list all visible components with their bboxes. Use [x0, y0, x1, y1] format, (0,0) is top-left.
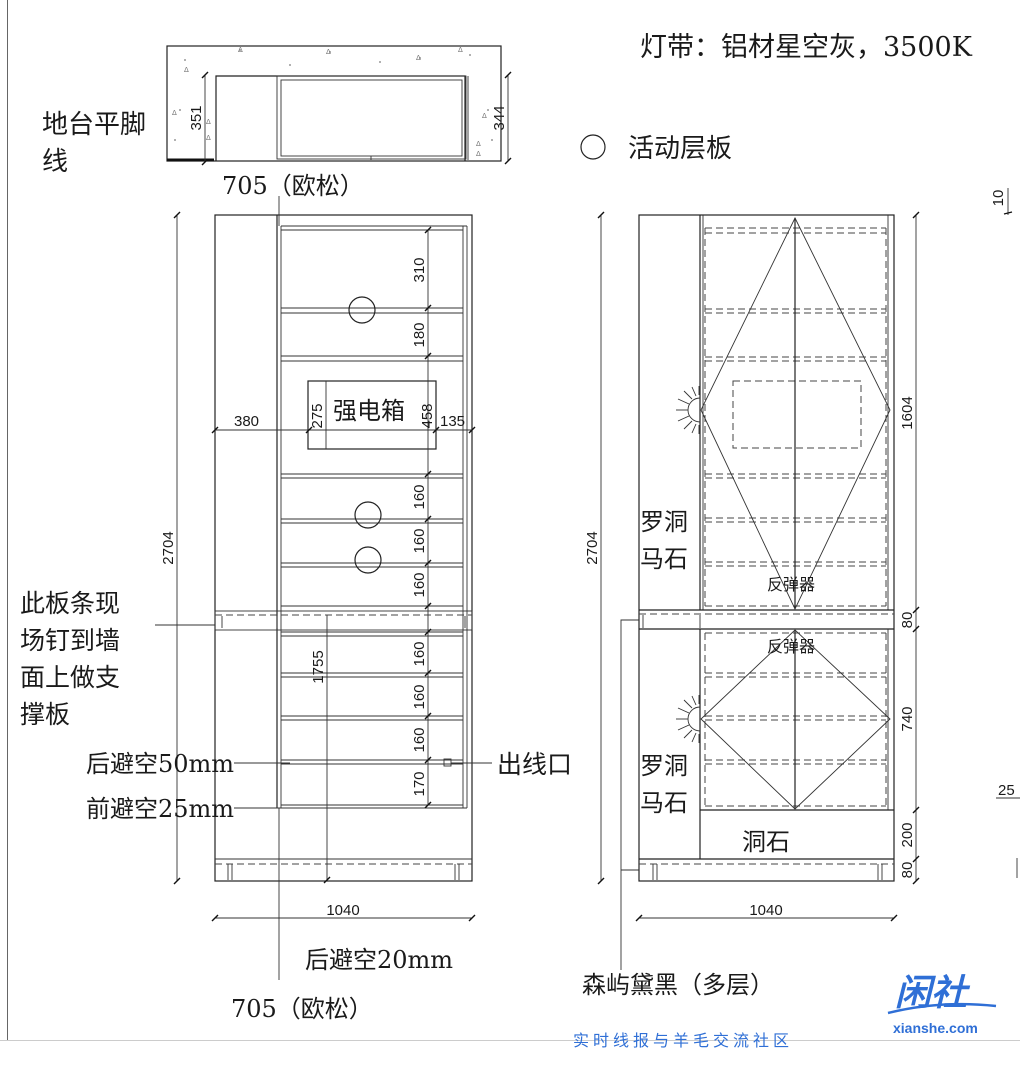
svg-text:160: 160: [411, 684, 428, 709]
movable-shelf-icon: [354, 546, 382, 574]
svg-text:160: 160: [411, 641, 428, 666]
left-total-height: 2704: [160, 531, 177, 564]
rebounder-upper-label: 反弹器: [767, 575, 815, 594]
electric-box-hidden: [732, 380, 862, 449]
left-elevation: [155, 196, 492, 980]
box-height-dim: 275: [309, 403, 326, 428]
legend-circle-icon: [580, 134, 606, 160]
page-border-left: [7, 0, 8, 1040]
svg-text:Δ: Δ: [476, 150, 481, 158]
plan-dim-right: 344: [491, 105, 508, 130]
base-height: 80: [899, 862, 916, 879]
svg-text:180: 180: [411, 322, 428, 347]
svg-text:Δ: Δ: [326, 48, 331, 56]
light-fixture-icon: [676, 386, 701, 434]
svg-text:Δ: Δ: [458, 46, 463, 54]
lower-door-height: 740: [899, 706, 916, 731]
box-left-dim: 380: [234, 413, 259, 430]
svg-text:160: 160: [411, 484, 428, 509]
right-elevation: [597, 211, 920, 970]
svg-text:Δ: Δ: [416, 54, 421, 62]
svg-text:Δ: Δ: [482, 112, 487, 120]
rebounder-lower-label: 反弹器: [767, 637, 815, 656]
stone-lower-line2: 马石: [640, 789, 688, 817]
light-fixture-icon: [676, 695, 701, 743]
box-right-height-dim: 458: [419, 403, 436, 428]
watermark-slogan: 实时线报与羊毛交流社区: [573, 1031, 793, 1050]
material-label-top: 705（欧松）: [222, 172, 364, 200]
cave-stone-label: 洞石: [742, 828, 790, 856]
svg-text:Δ: Δ: [206, 118, 211, 126]
svg-text:10: 10: [990, 190, 1007, 207]
left-inner-height: 1755: [310, 650, 327, 683]
right-width-dim: 1040: [749, 902, 782, 919]
floor-skirting-line1: 地台平脚: [42, 110, 146, 140]
left-width-dim: 1040: [326, 902, 359, 919]
light-strip-note: 灯带：铝材星空灰，3500K: [640, 32, 973, 63]
divider-height: 80: [899, 612, 916, 629]
svg-text:160: 160: [411, 572, 428, 597]
box-right-gap-dim: 135: [440, 413, 465, 430]
logo-en: xianshe.com: [893, 1020, 978, 1036]
far-right-partial: 10 25: [990, 188, 1020, 878]
electric-box-label: 强电箱: [333, 397, 405, 425]
svg-text:160: 160: [411, 727, 428, 752]
cable-outlet-label: 出线口: [497, 750, 572, 779]
svg-text:Δ: Δ: [184, 66, 189, 74]
board-note-line3: 面上做支: [20, 663, 120, 692]
svg-text:25: 25: [998, 782, 1015, 799]
material-label-bottom: 705（欧松）: [231, 995, 373, 1023]
movable-shelf-icon: [348, 296, 376, 324]
concrete-hatch: [174, 49, 493, 141]
logo-cn: 闲社: [895, 973, 971, 1014]
plan-dim-left: 351: [188, 105, 205, 130]
svg-text:Δ: Δ: [476, 140, 481, 148]
stone-upper-line1: 罗洞: [640, 508, 688, 536]
svg-text:170: 170: [411, 771, 428, 796]
shelf-gap-dims: 310 180 160 160 160 160 160 160 170: [411, 257, 428, 796]
cable-outlet-icon: [443, 758, 452, 767]
electric-box: [307, 380, 437, 450]
plinth-stone-height: 200: [899, 822, 916, 847]
legend-label: 活动层板: [628, 134, 732, 164]
stone-lower-line1: 罗洞: [640, 752, 688, 780]
page-border-bottom: [0, 1040, 1020, 1041]
svg-text:310: 310: [411, 257, 428, 282]
svg-text:160: 160: [411, 528, 428, 553]
svg-text:Δ: Δ: [238, 46, 243, 54]
xianshe-logo: 闲社 xianshe.com: [887, 973, 997, 1036]
rear-gap-20-label: 后避空20mm: [305, 946, 453, 974]
stone-upper-line2: 马石: [640, 545, 688, 573]
material-right-label: 森屿黛黑（多层）: [582, 971, 774, 999]
board-note-line4: 撑板: [20, 700, 70, 729]
svg-text:Δ: Δ: [172, 109, 177, 117]
board-note-line2: 场钉到墙: [20, 626, 120, 655]
right-total-height: 2704: [584, 531, 601, 564]
rear-gap-50-label: 后避空50mm: [86, 750, 234, 778]
floor-skirting-line2: 线: [42, 147, 68, 177]
board-note-line1: 此板条现: [20, 589, 120, 618]
movable-shelf-icon: [354, 501, 382, 529]
front-gap-25-label: 前避空25mm: [86, 795, 234, 823]
upper-door-height: 1604: [899, 396, 916, 429]
svg-text:Δ: Δ: [206, 134, 211, 142]
